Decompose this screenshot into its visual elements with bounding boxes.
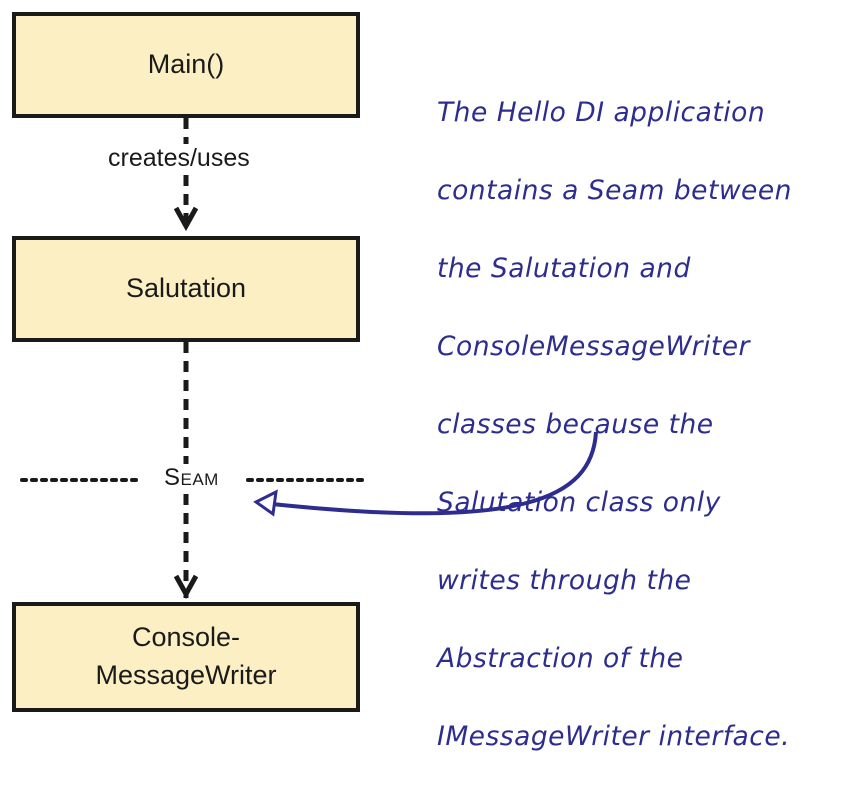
note-line-6: Salutation class only: [437, 487, 721, 518]
node-salutation: Salutation: [12, 236, 360, 342]
note-line-9: IMessageWriter interface.: [437, 721, 791, 752]
arrowhead-console: [173, 574, 199, 600]
node-console-label-line2: MessageWriter: [95, 660, 277, 690]
node-main-label: Main(): [147, 49, 225, 80]
note-line-7: writes through the: [437, 565, 692, 596]
node-console-label-line1: Console-: [131, 622, 241, 653]
note-line-5: classes because the: [437, 409, 714, 440]
edge-label-creates-uses: creates/uses: [104, 144, 254, 173]
connector-layer: [20, 118, 598, 600]
note-line-4: ConsoleMessageWriter: [437, 331, 750, 362]
node-main: Main(): [12, 12, 360, 118]
note-line-8: Abstraction of the: [437, 643, 684, 674]
annotation-note: The Hello DI application contains a Seam…: [437, 54, 857, 795]
arrowhead-salutation: [173, 206, 199, 232]
note-line-2: contains a Seam between: [437, 175, 792, 206]
note-pointer-curve: [271, 431, 598, 516]
note-line-1: The Hello DI application: [437, 97, 766, 128]
node-salutation-label: Salutation: [125, 273, 247, 304]
note-line-3: the Salutation and: [437, 253, 691, 284]
seam-label: Seam: [160, 464, 223, 492]
node-console-message-writer: Console- MessageWriter: [12, 602, 360, 712]
note-pointer-arrowhead: [253, 489, 278, 517]
